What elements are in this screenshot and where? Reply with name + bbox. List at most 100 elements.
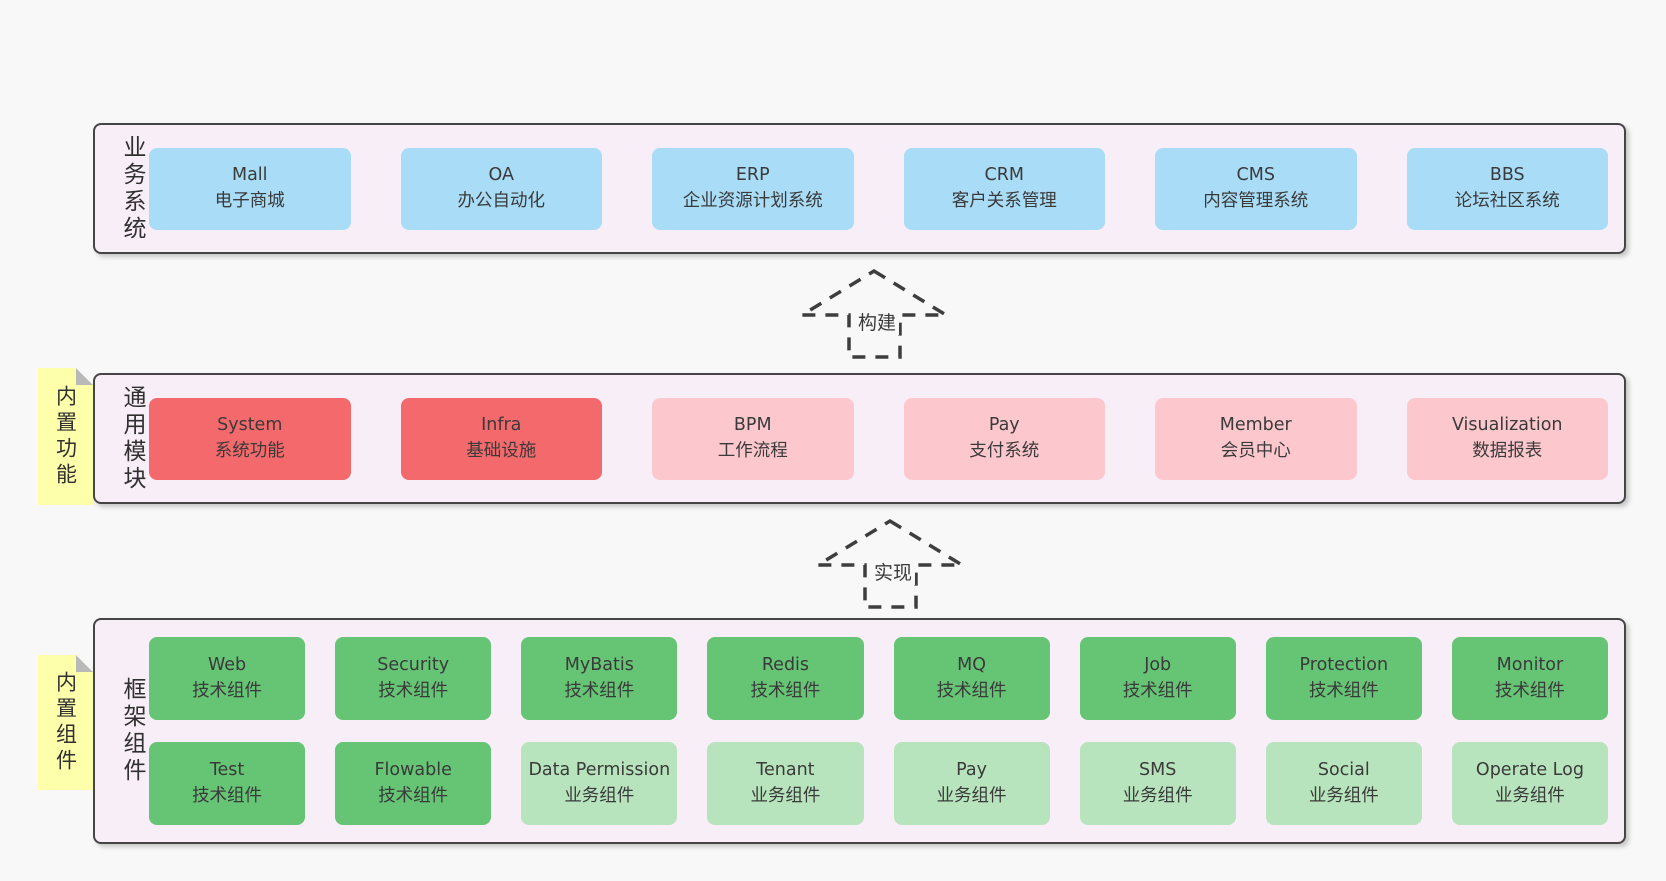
box-cms: CMS 内容管理系统: [1155, 147, 1357, 230]
box-title: Mall: [231, 165, 268, 186]
arrow-build-label: 构建: [854, 308, 900, 335]
box-tenant: Tenant 业务组件: [707, 742, 864, 825]
box-subtitle: 电子商城: [214, 190, 285, 211]
box-subtitle: 业务组件: [564, 785, 635, 806]
box-subtitle: 技术组件: [378, 785, 449, 806]
box-title: Pay: [956, 760, 987, 781]
box-visualization: Visualization 数据报表: [1406, 397, 1608, 480]
box-title: Tenant: [756, 760, 815, 781]
box-title: SMS: [1139, 760, 1177, 781]
box-title: Operate Log: [1475, 760, 1584, 781]
box-title: Protection: [1299, 655, 1389, 676]
box-title: Security: [377, 655, 450, 676]
box-oa: OA 办公自动化: [400, 147, 602, 230]
sticky-note-built-in-features: 内置功能: [38, 368, 93, 505]
box-monitor: Monitor 技术组件: [1451, 637, 1608, 720]
components-boxes-grid: Web 技术组件 Security 技术组件 MyBatis 技术组件 Redi…: [149, 637, 1624, 825]
box-subtitle: 业务组件: [1308, 785, 1379, 806]
box-member: Member 会员中心: [1155, 397, 1357, 480]
box-title: BBS: [1489, 165, 1525, 186]
layer-framework-components: 框架组件 Web 技术组件 Security 技术组件 MyBatis 技术组件…: [93, 618, 1626, 844]
box-subtitle: 内容管理系统: [1203, 190, 1309, 211]
box-subtitle: 会员中心: [1220, 440, 1291, 461]
box-subtitle: 工作流程: [717, 440, 788, 461]
box-flowable: Flowable 技术组件: [335, 742, 492, 825]
box-pay-component: Pay 业务组件: [893, 742, 1050, 825]
box-title: Social: [1317, 760, 1370, 781]
layer-common-modules: 通用模块 System 系统功能 Infra 基础设施 BPM 工作流程 Pay…: [93, 373, 1626, 504]
box-subtitle: 业务组件: [750, 785, 821, 806]
box-title: MQ: [957, 655, 986, 676]
box-bpm: BPM 工作流程: [652, 397, 854, 480]
box-title: BPM: [733, 415, 772, 436]
box-title: CMS: [1236, 165, 1275, 186]
layer-label-business-systems: 业务系统: [119, 134, 145, 243]
box-title: Monitor: [1496, 655, 1564, 676]
box-title: Member: [1219, 415, 1292, 436]
box-web: Web 技术组件: [149, 637, 306, 720]
box-subtitle: 技术组件: [564, 680, 635, 701]
box-bbs: BBS 论坛社区系统: [1406, 147, 1608, 230]
box-subtitle: 技术组件: [1494, 680, 1565, 701]
arrow-build: 构建: [802, 266, 952, 361]
note-fold-corner-icon: [76, 368, 93, 385]
box-title: MyBatis: [564, 655, 634, 676]
box-title: Visualization: [1451, 415, 1563, 436]
box-title: System: [217, 415, 283, 436]
block-arrow-up-icon: [818, 518, 968, 609]
box-system: System 系统功能: [149, 397, 351, 480]
box-title: Pay: [988, 415, 1020, 436]
block-arrow-up-icon: [802, 268, 952, 359]
box-subtitle: 技术组件: [192, 680, 263, 701]
box-job: Job 技术组件: [1079, 637, 1236, 720]
box-infra: Infra 基础设施: [400, 397, 602, 480]
arrow-implement-label: 实现: [870, 558, 916, 585]
box-crm: CRM 客户关系管理: [903, 147, 1105, 230]
business-boxes-row: Mall 电子商城 OA 办公自动化 ERP 企业资源计划系统 CRM 客户关系…: [149, 147, 1624, 230]
box-subtitle: 基础设施: [466, 440, 537, 461]
box-subtitle: 技术组件: [936, 680, 1007, 701]
box-subtitle: 支付系统: [969, 440, 1040, 461]
note-fold-corner-icon: [76, 655, 93, 672]
box-subtitle: 系统功能: [214, 440, 285, 461]
box-subtitle: 业务组件: [1494, 785, 1565, 806]
layer-label-framework-components: 框架组件: [119, 677, 145, 785]
arrow-implement: 实现: [818, 516, 968, 611]
box-subtitle: 技术组件: [750, 680, 821, 701]
box-subtitle: 企业资源计划系统: [682, 190, 823, 211]
layer-label-common-modules: 通用模块: [119, 384, 145, 493]
box-title: Redis: [761, 655, 810, 676]
box-title: OA: [488, 165, 514, 186]
box-mall: Mall 电子商城: [149, 147, 351, 230]
box-subtitle: 技术组件: [1308, 680, 1379, 701]
box-subtitle: 办公自动化: [457, 190, 546, 211]
box-title: Test: [209, 760, 245, 781]
box-erp: ERP 企业资源计划系统: [652, 147, 854, 230]
box-mq: MQ 技术组件: [893, 637, 1050, 720]
box-title: Data Permission: [528, 760, 671, 781]
box-mybatis: MyBatis 技术组件: [521, 637, 678, 720]
box-data-permission: Data Permission 业务组件: [521, 742, 678, 825]
box-redis: Redis 技术组件: [707, 637, 864, 720]
box-security: Security 技术组件: [335, 637, 492, 720]
modules-boxes-row: System 系统功能 Infra 基础设施 BPM 工作流程 Pay 支付系统…: [149, 397, 1624, 480]
box-sms: SMS 业务组件: [1079, 742, 1236, 825]
box-operate-log: Operate Log 业务组件: [1451, 742, 1608, 825]
box-title: Job: [1144, 655, 1172, 676]
box-title: CRM: [984, 165, 1024, 186]
layer-business-systems: 业务系统 Mall 电子商城 OA 办公自动化 ERP 企业资源计划系统 CRM…: [93, 123, 1626, 254]
box-subtitle: 客户关系管理: [951, 190, 1057, 211]
box-subtitle: 业务组件: [1122, 785, 1193, 806]
box-subtitle: 技术组件: [192, 785, 263, 806]
box-protection: Protection 技术组件: [1265, 637, 1422, 720]
box-social: Social 业务组件: [1265, 742, 1422, 825]
sticky-note-built-in-components: 内置组件: [38, 655, 93, 790]
box-subtitle: 技术组件: [378, 680, 449, 701]
box-title: Flowable: [374, 760, 452, 781]
box-subtitle: 技术组件: [1122, 680, 1193, 701]
box-subtitle: 业务组件: [936, 785, 1007, 806]
box-subtitle: 数据报表: [1472, 440, 1543, 461]
box-pay-module: Pay 支付系统: [903, 397, 1105, 480]
box-test: Test 技术组件: [149, 742, 306, 825]
box-subtitle: 论坛社区系统: [1454, 190, 1560, 211]
